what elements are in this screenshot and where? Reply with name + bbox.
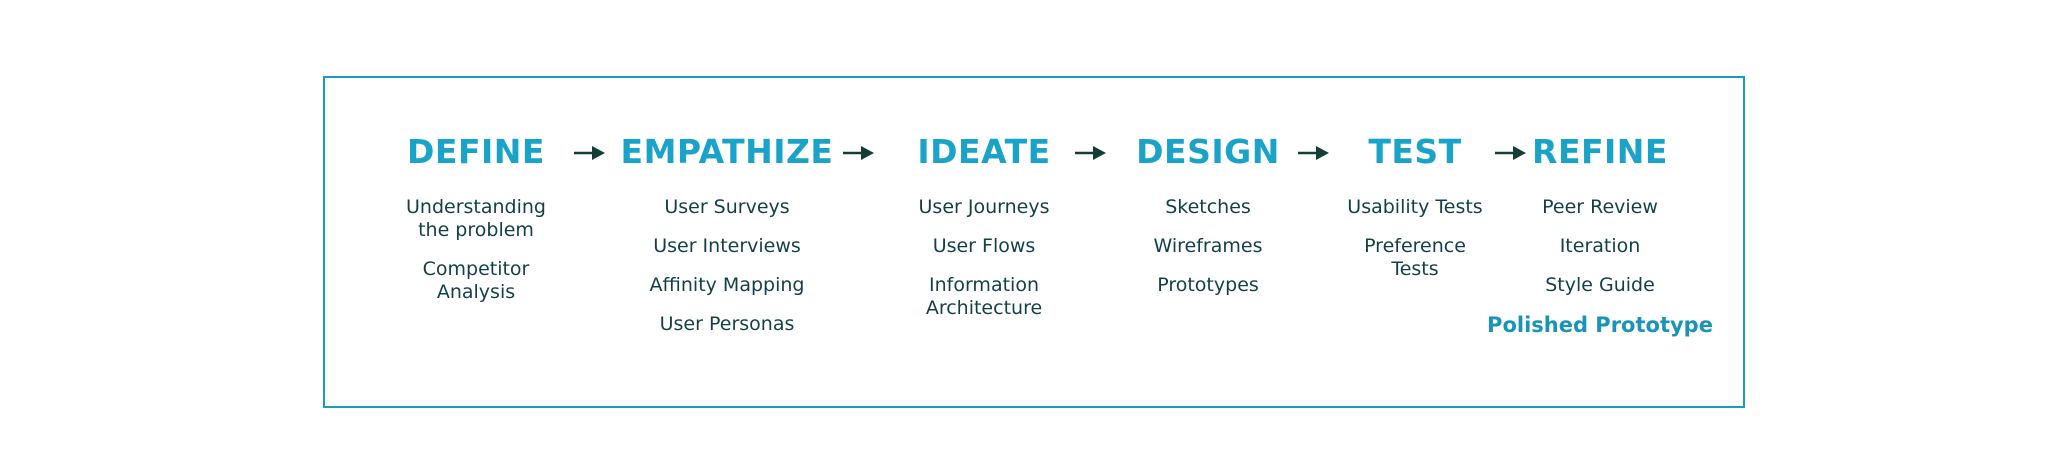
stage-refine: REFINE Peer Review Iteration Style Guide… <box>1487 128 1713 354</box>
stage-item: Preference Tests <box>1364 235 1466 280</box>
stage-item: Understanding the problem <box>406 196 546 241</box>
stage-item: Usability Tests <box>1347 196 1483 218</box>
stage-item: User Interviews <box>653 235 801 257</box>
stage-title: DESIGN <box>1136 132 1280 171</box>
process-frame <box>323 76 1745 408</box>
stage-ideate: IDEATE User Journeys User Flows Informat… <box>917 128 1050 336</box>
stage-item: Information Architecture <box>925 274 1043 319</box>
arrow-right-icon <box>1298 146 1329 160</box>
stage-empathize: EMPATHIZE User Surveys User Interviews A… <box>621 128 834 352</box>
stage-title: REFINE <box>1532 132 1668 171</box>
stage-item: User Surveys <box>664 196 790 218</box>
polished-prototype-label: Polished Prototype <box>1487 313 1713 337</box>
stage-test: TEST Usability Tests Preference Tests <box>1347 128 1482 297</box>
stage-items: User Surveys User Interviews Affinity Ma… <box>621 196 834 336</box>
arrow-right-icon <box>1495 146 1526 160</box>
stage-item: Prototypes <box>1157 274 1259 296</box>
stage-item: Affinity Mapping <box>649 274 805 296</box>
stage-items: Sketches Wireframes Prototypes <box>1136 196 1280 297</box>
stage-item: User Flows <box>932 235 1036 257</box>
stage-define: DEFINE Understanding the problem Competi… <box>406 128 546 320</box>
stage-item: Iteration <box>1559 235 1641 257</box>
arrow-right-icon <box>1075 146 1106 160</box>
stage-design: DESIGN Sketches Wireframes Prototypes <box>1136 128 1280 313</box>
stage-items: Understanding the problem Competitor Ana… <box>406 196 546 304</box>
arrow-right-icon <box>574 146 605 160</box>
stage-item: Peer Review <box>1542 196 1658 218</box>
stage-item: User Personas <box>659 313 795 335</box>
stage-items: Usability Tests Preference Tests <box>1347 196 1482 281</box>
stage-items: User Journeys User Flows Information Arc… <box>917 196 1050 320</box>
stage-item: Style Guide <box>1545 274 1655 296</box>
arrow-right-icon <box>843 146 874 160</box>
stage-title: TEST <box>1368 132 1462 171</box>
stage-title: DEFINE <box>407 132 545 171</box>
stage-item: Wireframes <box>1153 235 1263 257</box>
stage-item: User Journeys <box>918 196 1050 218</box>
stage-item: Competitor Analysis <box>422 258 530 303</box>
stage-title: EMPATHIZE <box>620 132 834 171</box>
stage-item: Sketches <box>1165 196 1251 218</box>
stage-items: Peer Review Iteration Style Guide Polish… <box>1487 196 1713 338</box>
stage-title: IDEATE <box>917 132 1051 171</box>
